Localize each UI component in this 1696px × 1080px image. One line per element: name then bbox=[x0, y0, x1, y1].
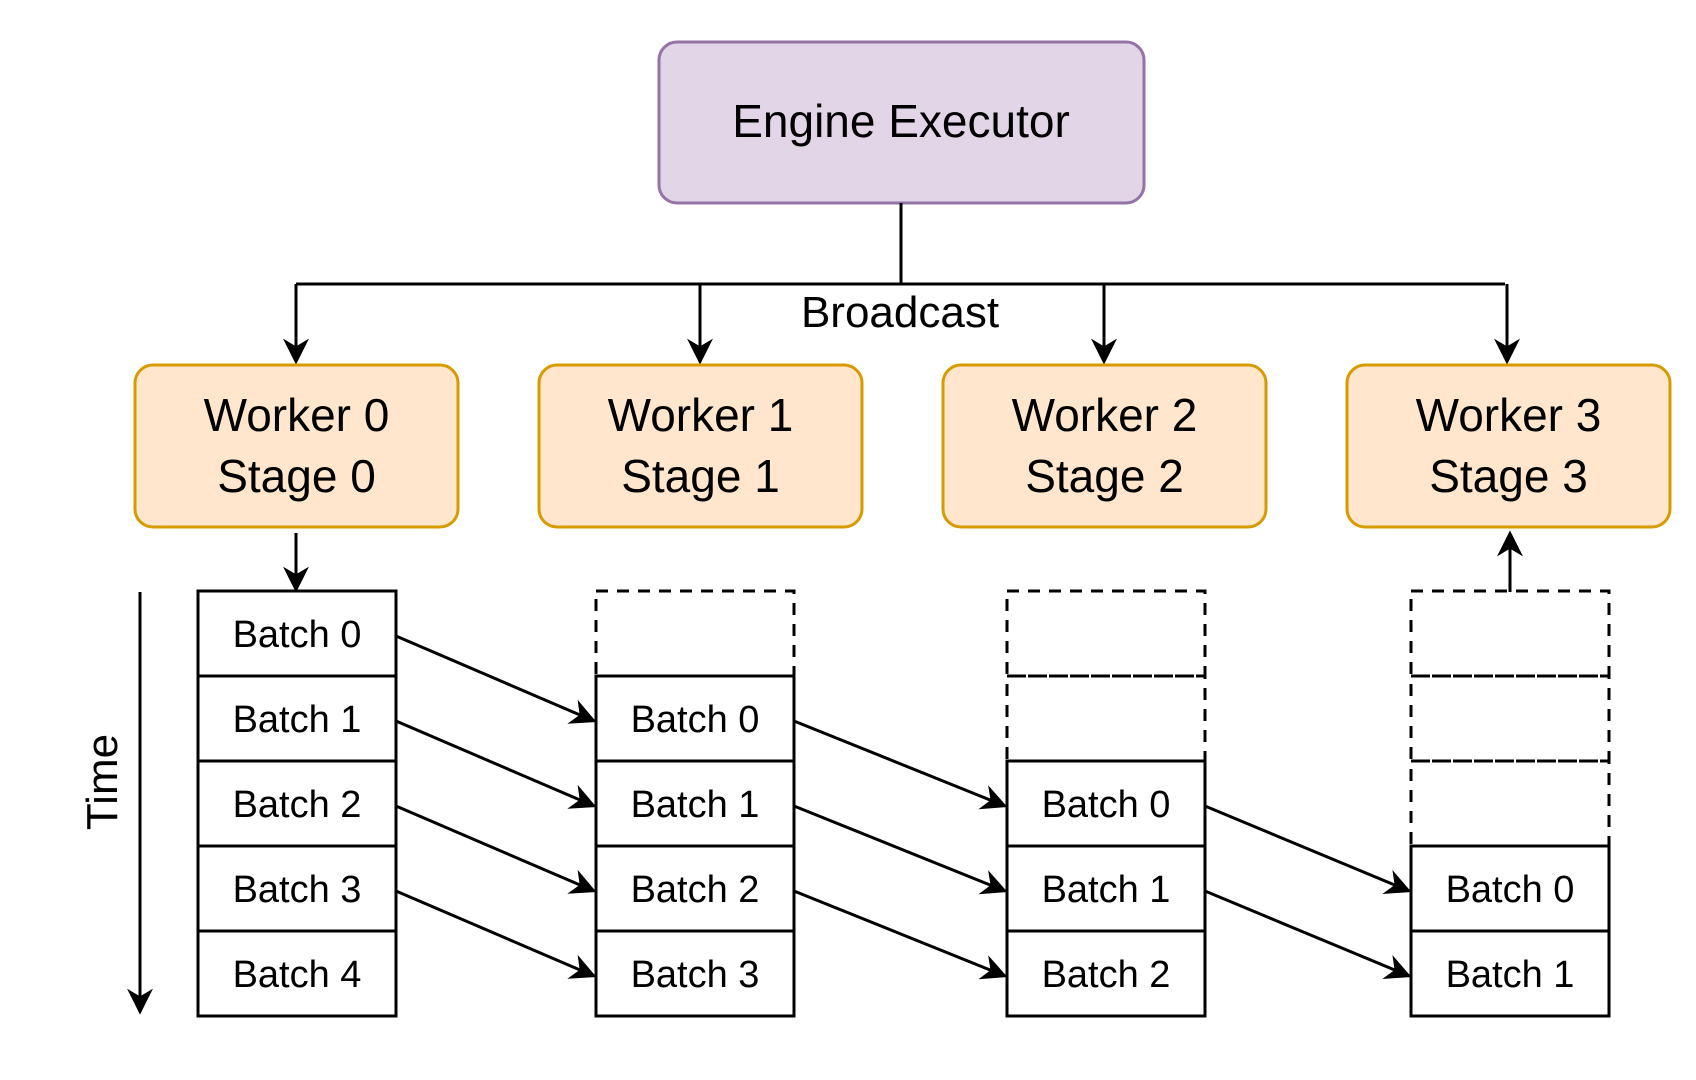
empty-slot bbox=[1409, 589, 1611, 678]
batch-label: Batch 1 bbox=[631, 784, 760, 826]
batch-cell bbox=[196, 929, 398, 1018]
transfer-arrow bbox=[395, 634, 597, 724]
worker-shape-1 bbox=[537, 363, 864, 529]
batch-label: Batch 1 bbox=[233, 699, 362, 741]
empty-slot bbox=[1005, 589, 1207, 678]
batch-label: Batch 2 bbox=[1042, 954, 1171, 996]
worker-box-0: Worker 0 Stage 0 bbox=[133, 363, 460, 529]
batch-label: Batch 2 bbox=[233, 784, 362, 826]
batch-cell bbox=[1005, 844, 1207, 933]
batch-label: Batch 0 bbox=[1446, 869, 1575, 911]
worker-stage-3: Stage 3 bbox=[1429, 450, 1588, 502]
batch-label: Batch 1 bbox=[1446, 954, 1575, 996]
worker-shape-3 bbox=[1345, 363, 1672, 529]
worker-box-2: Worker 2 Stage 2 bbox=[941, 363, 1268, 529]
batch-stack-0: Batch 0 Batch 1 Batch 2 Batch 3 Batch 4 bbox=[196, 589, 398, 1018]
transfer-arrow bbox=[793, 804, 1008, 895]
worker-name-2: Worker 2 bbox=[1012, 389, 1198, 441]
batch-transfer-arrows bbox=[395, 634, 1412, 980]
batch-cell bbox=[1409, 929, 1611, 1018]
worker-box-1: Worker 1 Stage 1 bbox=[537, 363, 864, 529]
worker-shape-0 bbox=[133, 363, 460, 529]
batch-label: Batch 0 bbox=[233, 614, 362, 656]
transfer-arrow bbox=[793, 719, 1008, 810]
transfer-arrow bbox=[395, 889, 597, 979]
engine-executor-label: Engine Executor bbox=[732, 95, 1070, 147]
batch-label: Batch 3 bbox=[631, 954, 760, 996]
engine-executor-box: Engine Executor bbox=[657, 40, 1146, 205]
transfer-arrow bbox=[395, 804, 597, 894]
batch-stack-1: Batch 0 Batch 1 Batch 2 Batch 3 bbox=[594, 589, 796, 1018]
transfer-arrow bbox=[793, 889, 1008, 980]
worker-stage-1: Stage 1 bbox=[621, 450, 780, 502]
broadcast-connectors bbox=[283, 203, 1520, 365]
workers: Worker 0 Stage 0 Worker 1 Stage 1 Worker 2 St… bbox=[133, 363, 1672, 529]
worker-name-1: Worker 1 bbox=[608, 389, 794, 441]
transfer-arrow bbox=[1204, 889, 1412, 979]
batch-cell bbox=[594, 844, 796, 933]
worker-name-0: Worker 0 bbox=[204, 389, 390, 441]
batch-stack-2: Batch 0 Batch 1 Batch 2 bbox=[1005, 589, 1207, 1018]
batch-cell bbox=[196, 759, 398, 848]
batch-cell bbox=[196, 674, 398, 763]
batch-label: Batch 2 bbox=[631, 869, 760, 911]
batch-cell bbox=[594, 929, 796, 1018]
transfer-arrow bbox=[1204, 804, 1412, 894]
empty-slot bbox=[594, 589, 796, 678]
worker-shape-2 bbox=[941, 363, 1268, 529]
batch-label: Batch 3 bbox=[233, 869, 362, 911]
batch-cell bbox=[1005, 929, 1207, 1018]
worker-stage-0: Stage 0 bbox=[217, 450, 376, 502]
empty-slot bbox=[1409, 759, 1611, 848]
batch-label: Batch 1 bbox=[1042, 869, 1171, 911]
broadcast-label: Broadcast bbox=[801, 288, 999, 337]
empty-slot bbox=[1409, 674, 1611, 763]
batch-label: Batch 4 bbox=[233, 954, 362, 996]
transfer-arrow bbox=[395, 719, 597, 809]
worker-stage-2: Stage 2 bbox=[1025, 450, 1184, 502]
batch-label: Batch 0 bbox=[1042, 784, 1171, 826]
batch-cell bbox=[196, 844, 398, 933]
batch-label: Batch 0 bbox=[631, 699, 760, 741]
batch-cell bbox=[1409, 844, 1611, 933]
worker-box-3: Worker 3 Stage 3 bbox=[1345, 363, 1672, 529]
time-axis-label: Time bbox=[78, 734, 127, 830]
batch-stack-3: Batch 0 Batch 1 bbox=[1409, 589, 1611, 1018]
worker-name-3: Worker 3 bbox=[1416, 389, 1602, 441]
empty-slot bbox=[1005, 674, 1207, 763]
batch-cell bbox=[594, 759, 796, 848]
